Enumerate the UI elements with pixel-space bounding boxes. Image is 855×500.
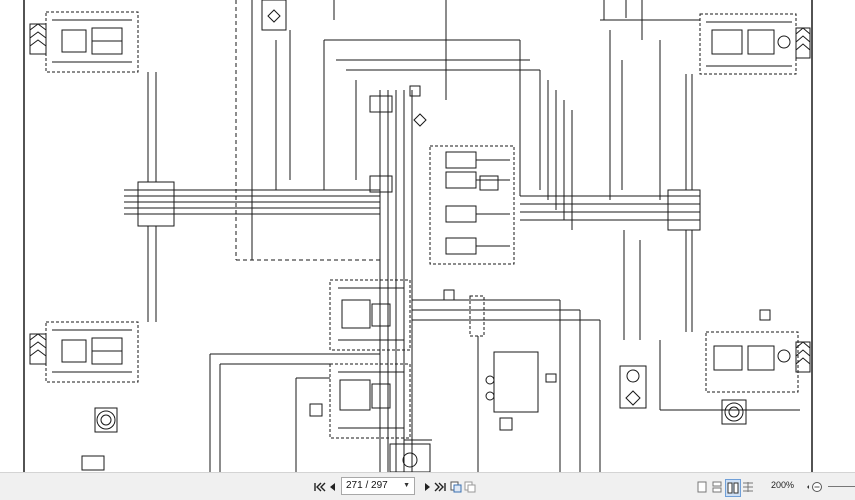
two-page-view-icon[interactable] (725, 479, 741, 497)
last-page-icon[interactable] (433, 479, 447, 495)
document-viewport[interactable] (0, 0, 855, 472)
continuous-view-icon[interactable] (710, 479, 724, 495)
hydraulic-schematic-drawing (23, 0, 813, 472)
zoom-level[interactable]: 200% (771, 480, 795, 490)
chevron-down-icon[interactable]: ▼ (403, 482, 410, 489)
zoom-out-icon[interactable] (804, 479, 826, 495)
extract-page-icon[interactable] (463, 479, 477, 495)
previous-page-icon[interactable] (326, 479, 340, 495)
page-indicator-text: 271 / 297 (346, 480, 388, 491)
page-number-field[interactable]: 271 / 297 ▼ (341, 477, 415, 495)
viewer-toolbar: 271 / 297 ▼ 200% (0, 472, 855, 500)
copy-page-icon[interactable] (449, 479, 463, 495)
columns-view-icon[interactable] (741, 479, 755, 495)
first-page-icon[interactable] (313, 479, 327, 495)
single-page-view-icon[interactable] (695, 479, 709, 495)
zoom-slider[interactable] (828, 486, 855, 487)
next-page-icon[interactable] (420, 479, 434, 495)
